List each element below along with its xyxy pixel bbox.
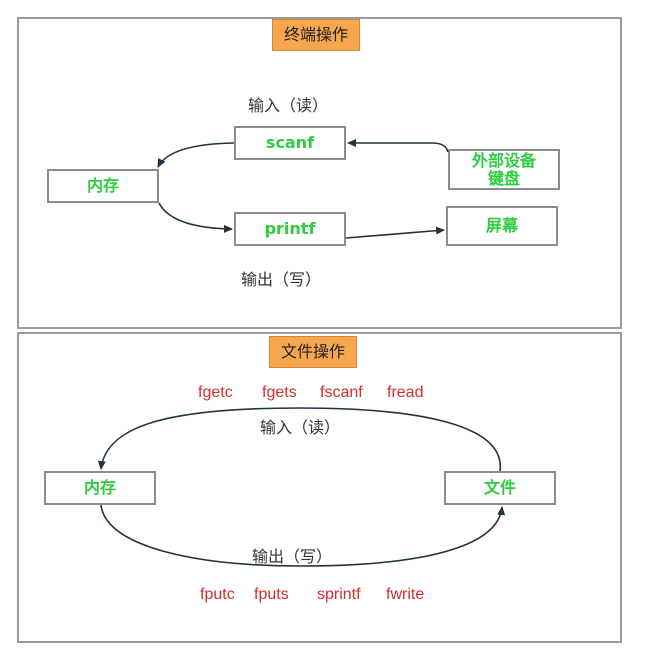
keyboard-device-node: 外部设备 键盘 — [448, 149, 560, 190]
read-func-fgetc: fgetc — [198, 384, 233, 401]
write-func-fwrite: fwrite — [386, 586, 425, 603]
terminal-input-label: 输入（读） — [248, 96, 329, 115]
device-label-line1: 外部设备 — [471, 150, 536, 170]
scanf-node: scanf — [234, 126, 346, 160]
write-func-sprintf: sprintf — [317, 586, 361, 603]
file-title: 文件操作 — [269, 336, 357, 368]
write-func-fputc: fputc — [200, 586, 235, 603]
memory-to-printf-arrow — [158, 202, 233, 233]
write-func-fputs: fputs — [254, 586, 289, 603]
file-node: 文件 — [444, 471, 556, 505]
file-to-memory-read-arrow — [97, 407, 501, 472]
file-memory-node: 内存 — [44, 471, 156, 505]
terminal-title: 终端操作 — [272, 19, 360, 51]
file-input-label: 输入（读） — [260, 418, 341, 437]
file-output-label: 输出（写） — [252, 547, 333, 566]
terminal-memory-node: 内存 — [47, 169, 159, 203]
terminal-output-label: 输出（写） — [241, 270, 322, 289]
device-to-scanf-arrow — [347, 139, 449, 153]
device-label-line2: 键盘 — [487, 168, 520, 188]
screen-node: 屏幕 — [446, 206, 558, 246]
printf-node: printf — [234, 212, 346, 246]
read-func-fgets: fgets — [262, 384, 297, 401]
read-func-fread: fread — [387, 384, 424, 401]
memory-to-file-write-arrow — [100, 504, 506, 567]
scanf-to-memory-arrow — [157, 142, 235, 168]
read-func-fscanf: fscanf — [320, 384, 363, 401]
printf-to-screen-arrow — [345, 226, 445, 239]
